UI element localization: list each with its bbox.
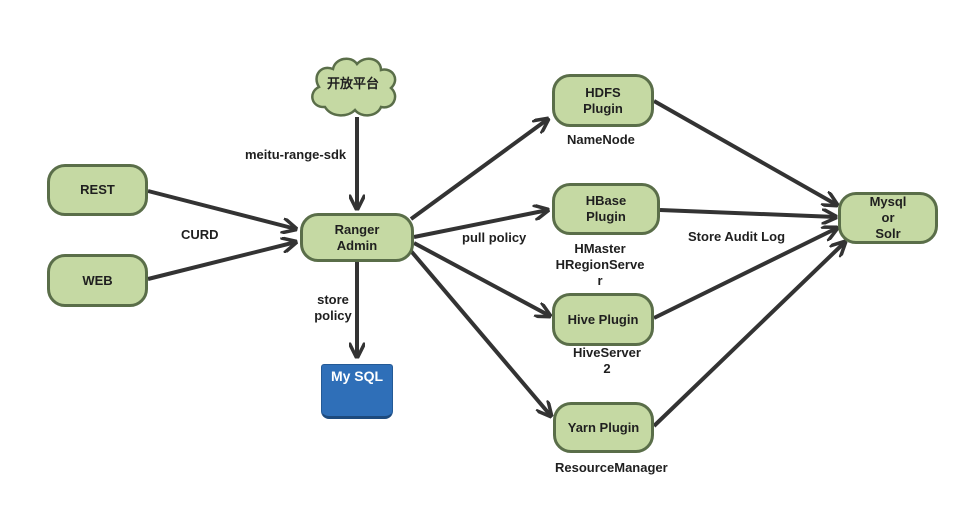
- hregionserver-label: HRegionServe: [555, 257, 645, 272]
- edge-rest-to-ranger: [147, 189, 296, 229]
- edge-web-to-ranger: [147, 242, 296, 281]
- mysql-or-solr-line-1: Mysql: [869, 194, 907, 209]
- web-node: WEB: [47, 254, 148, 307]
- yarn-plugin-label: Yarn Plugin: [567, 419, 640, 435]
- resourcemanager-label: ResourceManager: [555, 460, 668, 475]
- hive-plugin-node: Hive Plugin: [552, 293, 654, 346]
- edge-ranger-to-hdfs: [409, 119, 548, 221]
- ranger-admin-line-1: Ranger: [334, 221, 380, 237]
- yarn-plugin-node: Yarn Plugin: [553, 402, 654, 453]
- open-platform-label: 开放平台: [326, 76, 379, 92]
- pull-policy-label: pull policy: [462, 230, 527, 245]
- edge-ranger-to-yarn: [409, 249, 551, 416]
- open-platform-cloud: [311, 57, 397, 117]
- edge-hbase-to-store: [659, 208, 836, 217]
- ranger-admin-line-2: Admin: [336, 237, 378, 253]
- rest-label: REST: [80, 182, 115, 197]
- hmaster-label: HMaster: [574, 241, 626, 256]
- hdfs-plugin-line-2: Plugin: [583, 100, 623, 116]
- store-audit-log-label: Store Audit Log: [688, 229, 786, 244]
- rest-node: REST: [47, 164, 148, 216]
- mysql-or-solr-node: Mysql or Solr: [838, 192, 938, 244]
- hdfs-plugin-node: HDFS Plugin: [552, 74, 654, 127]
- ranger-admin-node: Ranger Admin: [300, 213, 414, 262]
- edge-hive-to-store: [653, 228, 837, 320]
- hbase-plugin-line-1: HBase: [585, 193, 627, 208]
- mysql-or-solr-line-3: Solr: [875, 226, 901, 241]
- edge-ranger-to-hive: [413, 241, 550, 316]
- namenode-label: NameNode: [567, 132, 635, 147]
- hbase-plugin-line-2: Plugin: [586, 209, 626, 224]
- store-policy-line-1: store: [317, 292, 349, 307]
- hbase-plugin-node: HBase Plugin: [552, 183, 660, 235]
- store-policy-label: store policy: [308, 292, 358, 324]
- curd-label: CURD: [181, 227, 219, 242]
- mysql-or-solr-line-2: or: [881, 210, 895, 225]
- edge-ranger-to-hbase: [413, 210, 548, 239]
- edge-yarn-to-store: [652, 242, 845, 428]
- hiveserver-line-1: HiveServer: [573, 345, 641, 360]
- hiveserver-line-2: 2: [603, 361, 611, 376]
- mysql-database-label: My SQL: [330, 368, 384, 384]
- mysql-database: My SQL: [321, 364, 393, 419]
- hiveserver-label: HiveServer 2: [567, 345, 647, 377]
- hive-plugin-label: Hive Plugin: [567, 311, 639, 327]
- store-policy-line-2: policy: [314, 308, 352, 323]
- hdfs-plugin-line-1: HDFS: [585, 84, 621, 100]
- web-label: WEB: [82, 272, 113, 288]
- hregionserver-wrap-label: r: [597, 273, 603, 288]
- hbase-servers-label: HMaster HRegionServe r: [550, 241, 650, 289]
- sdk-label: meitu-range-sdk: [245, 147, 347, 162]
- edge-hdfs-to-store: [653, 99, 837, 205]
